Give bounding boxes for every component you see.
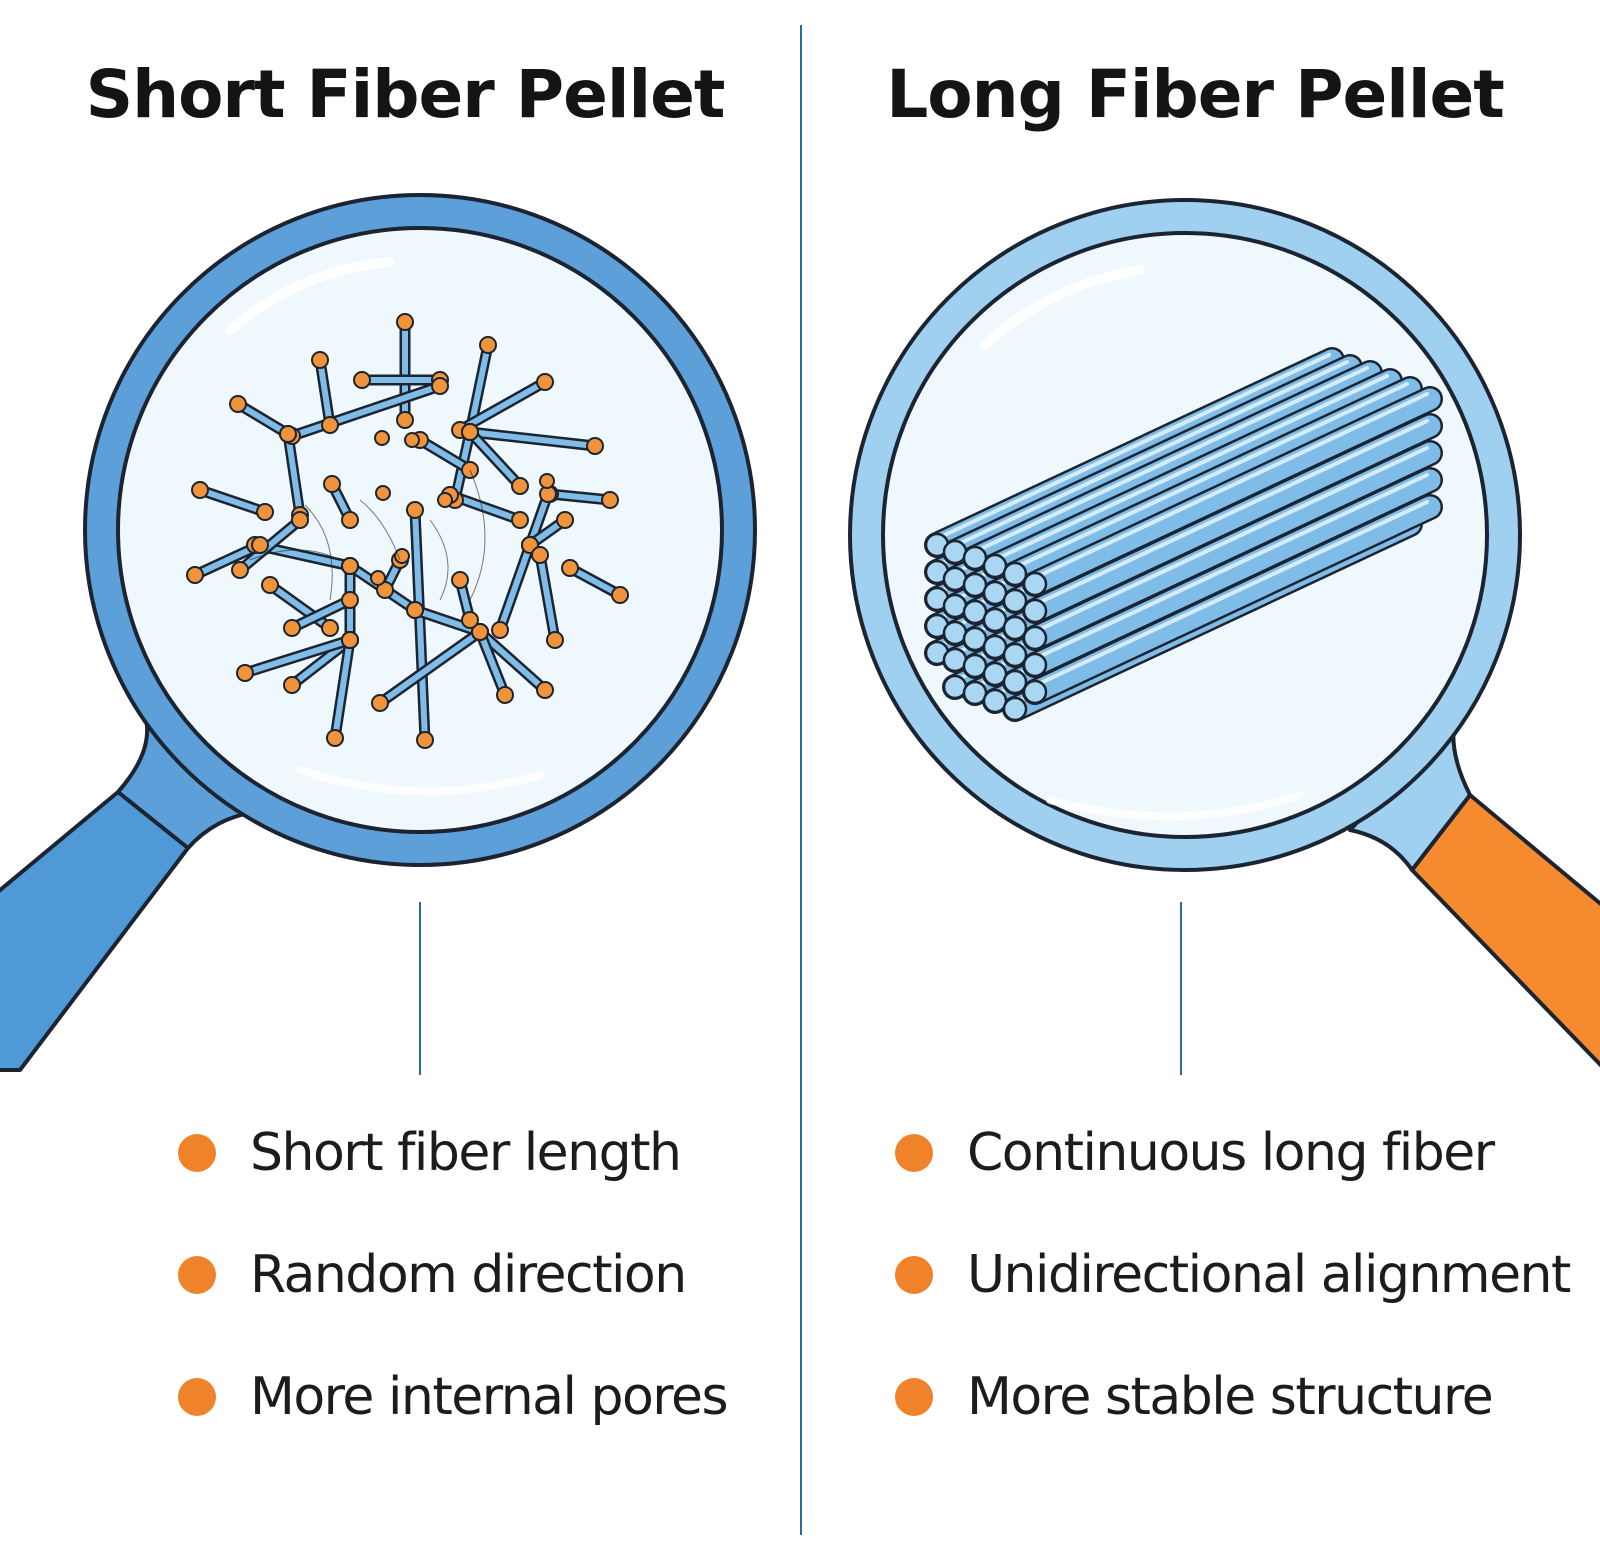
bullet-text: Continuous long fiber — [967, 1123, 1495, 1183]
short-fiber-network — [186, 313, 629, 749]
bullet-text: More stable structure — [967, 1367, 1494, 1427]
bullet-text: Short fiber length — [250, 1123, 682, 1183]
blue-handle-icon — [0, 790, 190, 1072]
bullet-dot-icon — [895, 1378, 933, 1416]
lens-highlight-right — [980, 265, 1145, 350]
lens-highlight-left-2 — [296, 766, 544, 796]
long-fiber-magnifier-icon — [848, 198, 1600, 1068]
bullet-dot-icon — [895, 1134, 933, 1172]
long-fiber-title: Long Fiber Pellet — [886, 56, 1505, 133]
bullet-dot-icon — [178, 1134, 216, 1172]
lens-highlight-left — [225, 257, 395, 335]
bullet-dot-icon — [895, 1256, 933, 1294]
magnifier-neck-left — [116, 713, 257, 850]
bullet-text: Unidirectional alignment — [967, 1245, 1571, 1305]
bullet-text: More internal pores — [250, 1367, 729, 1427]
orange-handle-icon — [1410, 793, 1600, 1068]
bullet-dot-icon — [178, 1256, 216, 1294]
short-fiber-title: Short Fiber Pellet — [85, 56, 726, 133]
short-fiber-magnifier-icon — [0, 193, 757, 1072]
magnifier-neck-right — [1348, 716, 1472, 872]
long-fiber-bundle — [924, 347, 1443, 722]
bullet-dot-icon — [178, 1378, 216, 1416]
lens-highlight-right-2 — [1046, 791, 1304, 821]
bullet-text: Random direction — [250, 1245, 687, 1305]
